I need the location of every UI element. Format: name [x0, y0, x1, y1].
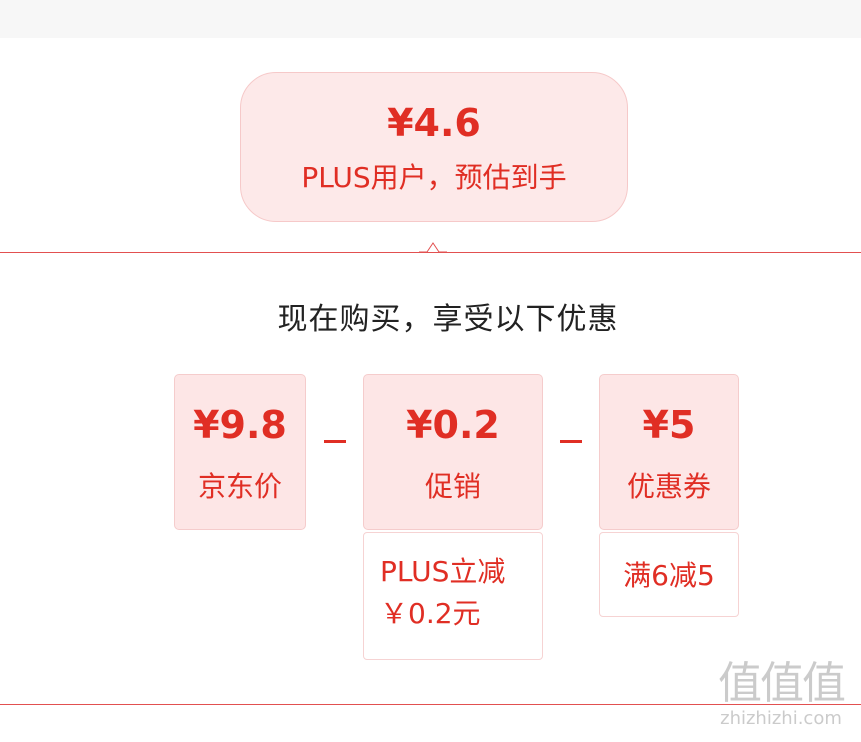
minus-icon: [560, 440, 582, 443]
watermark-url: zhizhizhi.com: [720, 708, 842, 729]
coupon-detail: 满6减5: [599, 532, 739, 617]
section-divider: [0, 252, 861, 253]
minus-icon: [324, 440, 346, 443]
promotion-box: ¥0.2 促销: [363, 374, 543, 530]
bottom-divider: [0, 704, 861, 705]
watermark-logo: 值值值: [718, 658, 846, 709]
coupon-amount: ¥5: [642, 403, 696, 447]
estimated-price: ¥4.6: [387, 101, 481, 145]
watermark: 值值值 zhizhizhi.com: [706, 660, 856, 730]
promotion-detail: PLUS立减 ￥0.2元: [363, 532, 543, 660]
promotion-label: 促销: [424, 470, 481, 503]
jd-price-box: ¥9.8 京东价: [174, 374, 306, 530]
coupon-detail-text: 满6减5: [623, 559, 715, 592]
promotion-amount: ¥0.2: [406, 403, 500, 447]
jd-price-label: 京东价: [197, 470, 282, 503]
top-strip: [0, 0, 861, 38]
discount-headline: 现在购买，享受以下优惠: [277, 302, 619, 337]
jd-price-amount: ¥9.8: [193, 403, 287, 447]
promotion-detail-line: ￥0.2元: [380, 597, 481, 630]
coupon-label: 优惠券: [626, 470, 711, 503]
estimated-price-bubble: ¥4.6 PLUS用户，预估到手: [240, 72, 628, 222]
promotion-detail-line: PLUS立减: [380, 555, 506, 588]
coupon-box: ¥5 优惠券: [599, 374, 739, 530]
estimated-price-caption: PLUS用户，预估到手: [301, 161, 567, 194]
caret-up-icon: [419, 242, 447, 253]
